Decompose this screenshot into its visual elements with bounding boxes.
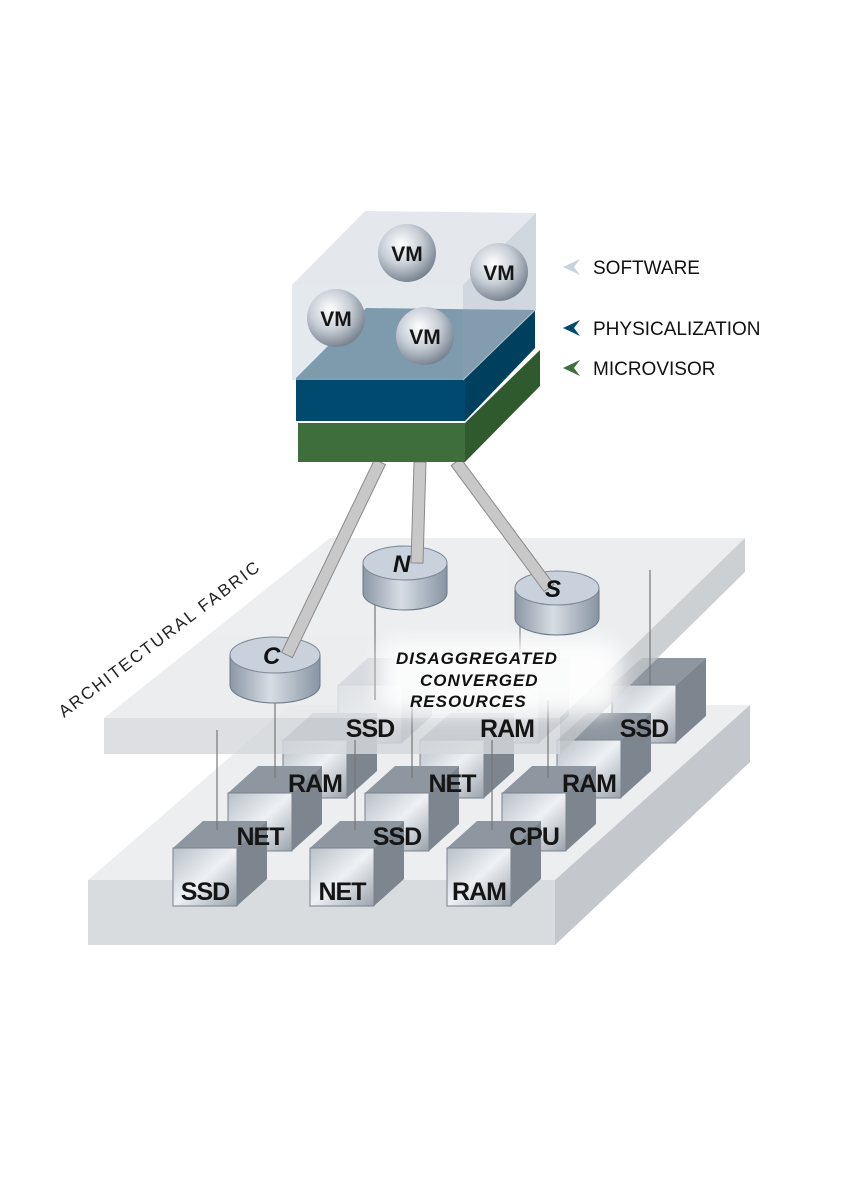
arrow-left-icon (563, 320, 580, 336)
legend-item-software: SOFTWARE (563, 258, 700, 279)
cube-label: NET (429, 770, 477, 798)
vm-sphere: VM (470, 243, 528, 301)
compute-stack: VM VM VM VM (292, 211, 540, 462)
cube-ram (446, 821, 541, 907)
rod (410, 461, 427, 564)
cube-label: RAM (288, 770, 342, 798)
cube-label: SSD (620, 715, 668, 743)
center-label: DISAGGREGATED CONVERGED RESOURCES (380, 640, 620, 714)
puck-label: C (263, 643, 281, 670)
cube-label: NET (319, 878, 367, 906)
vm-label: VM (320, 308, 352, 331)
vm-label: VM (391, 243, 423, 266)
legend: SOFTWARE PHYSICALIZATION MICROVISOR (563, 258, 761, 380)
puck-label: S (545, 576, 561, 603)
rod (280, 458, 387, 659)
cube-label: SSD (181, 878, 229, 906)
cube-label: SSD (373, 823, 421, 851)
vm-spheres: VM VM VM VM (307, 224, 528, 365)
legend-label: PHYSICALIZATION (593, 319, 761, 340)
cube-label: RAM (480, 715, 534, 743)
cube-label: RAM (452, 878, 506, 906)
center-label-line-1: DISAGGREGATED (396, 649, 558, 668)
cube-label: CPU (509, 823, 559, 851)
puck-c: C (229, 458, 387, 704)
puck-s: S (450, 457, 600, 636)
microvisor-layer (298, 350, 540, 462)
vm-label: VM (409, 326, 441, 349)
center-label-line-2: CONVERGED (420, 671, 539, 690)
legend-label: MICROVISOR (593, 359, 715, 380)
cube-net (309, 821, 404, 907)
cube-label: NET (237, 823, 285, 851)
pucks: C N S (229, 457, 600, 704)
arrow-left-icon (563, 259, 580, 275)
puck-label: N (393, 551, 411, 578)
vm-label: VM (483, 262, 515, 285)
legend-item-microvisor: MICROVISOR (563, 359, 715, 380)
cube-label: RAM (562, 770, 616, 798)
vm-sphere: VM (307, 289, 365, 347)
center-label-line-3: RESOURCES (410, 692, 527, 711)
legend-label: SOFTWARE (593, 258, 700, 279)
legend-item-physicalization: PHYSICALIZATION (563, 319, 761, 340)
arrow-left-icon (563, 360, 580, 376)
cube-ssd (172, 821, 267, 907)
vm-sphere: VM (396, 307, 454, 365)
puck-n: N (362, 461, 448, 611)
vm-sphere: VM (378, 224, 436, 282)
cube-label: SSD (346, 715, 394, 743)
